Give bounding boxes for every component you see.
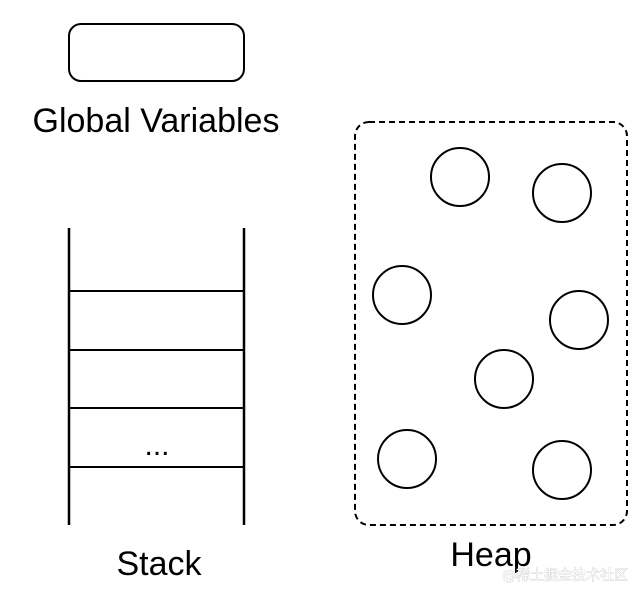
heap-object: [474, 349, 534, 409]
heap-object: [532, 440, 592, 500]
global-variables-label: Global Variables: [33, 102, 280, 140]
stack-ellipsis: ...: [144, 429, 169, 462]
heap-object: [549, 290, 609, 350]
heap-label: Heap: [450, 536, 531, 574]
heap-object: [532, 163, 592, 223]
global-variables-box: [68, 23, 245, 82]
stack-label: Stack: [116, 545, 202, 583]
stack-frame: [67, 228, 246, 525]
watermark: @稀土掘金技术社区: [502, 568, 628, 584]
heap-region: [354, 121, 628, 526]
heap-objects: [372, 147, 609, 500]
heap-object: [430, 147, 490, 207]
heap-object: [377, 429, 437, 489]
heap-object: [372, 265, 432, 325]
